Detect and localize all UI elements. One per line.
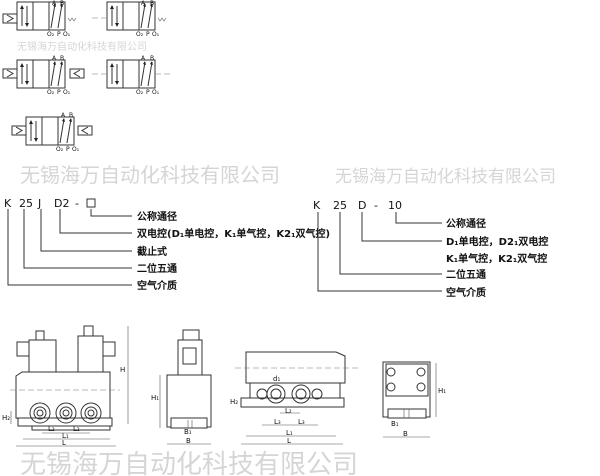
svg-text:-: - xyxy=(374,199,378,212)
watermark: 无锡海万自动化科技有限公司 xyxy=(20,163,280,187)
watermark: 无锡海万自动化科技有限公司 xyxy=(17,40,147,53)
svg-text:A: A xyxy=(52,55,57,62)
svg-text:B: B xyxy=(186,437,191,445)
svg-text:-: - xyxy=(75,197,79,210)
drawing-front-double-solenoid: H L₂ L₂ L₁ L H₂ xyxy=(2,325,129,447)
svg-text:L₃: L₃ xyxy=(298,418,305,426)
svg-text:O₁: O₁ xyxy=(63,89,71,96)
svg-text:L₁: L₁ xyxy=(286,429,293,437)
svg-text:P: P xyxy=(146,31,150,38)
svg-text:H: H xyxy=(120,366,125,374)
svg-text:d₁: d₁ xyxy=(273,375,280,383)
svg-text:10: 10 xyxy=(388,199,402,212)
svg-text:P: P xyxy=(66,146,70,153)
svg-text:H₂: H₂ xyxy=(230,398,238,406)
svg-text:K: K xyxy=(313,199,321,212)
svg-text:L₂: L₂ xyxy=(73,425,80,433)
svg-text:O₁: O₁ xyxy=(72,146,80,153)
svg-text:L₂: L₂ xyxy=(48,425,55,433)
svg-text:L₁: L₁ xyxy=(62,432,69,440)
svg-text:O₁: O₁ xyxy=(152,31,160,38)
svg-text:A: A xyxy=(61,112,66,119)
svg-text:双电控(D₁单电控，K₁单气控，K2₁双气控): 双电控(D₁单电控，K₁单气控，K2₁双气控) xyxy=(137,227,330,240)
svg-text:H₁: H₁ xyxy=(438,387,446,395)
symbol-double-solenoid-center xyxy=(11,116,93,146)
watermark: 无锡海万自动化科技有限公司 xyxy=(20,450,358,476)
svg-text:D2: D2 xyxy=(54,197,69,210)
svg-text:B: B xyxy=(69,112,73,119)
svg-text:O₂: O₂ xyxy=(56,146,64,153)
symbol-single-solenoid-spring xyxy=(2,1,77,31)
port-circles xyxy=(29,402,102,424)
svg-text:K: K xyxy=(4,197,12,210)
drawing-front-pilot: d₁ L₂ L₃ L₃ L₁ L H₂ xyxy=(230,351,360,445)
symbol-double-pilot xyxy=(92,59,172,89)
svg-text:O₁: O₁ xyxy=(152,89,160,96)
svg-text:A: A xyxy=(141,0,146,7)
svg-text:截止式: 截止式 xyxy=(137,245,167,258)
svg-text:二位五通: 二位五通 xyxy=(446,268,486,281)
symbol-double-solenoid xyxy=(2,59,85,89)
svg-text:P: P xyxy=(146,89,150,96)
svg-text:25: 25 xyxy=(19,197,33,210)
svg-text:A: A xyxy=(141,55,146,62)
model-code-right: K 25 D - 10 公称通径 D₁单电控，D2₁双电控 K₁单气控，K2₁双… xyxy=(313,199,548,299)
svg-text:J: J xyxy=(37,197,41,210)
svg-text:空气介质: 空气介质 xyxy=(446,286,486,299)
drawing-side-view: H₁ B₁ B xyxy=(151,329,212,445)
svg-text:B: B xyxy=(150,55,154,62)
svg-text:O₂: O₂ xyxy=(47,89,55,96)
svg-text:O₁: O₁ xyxy=(63,31,71,38)
spring-icon xyxy=(67,17,77,22)
svg-text:B₁: B₁ xyxy=(391,420,399,428)
svg-text:O₂: O₂ xyxy=(47,31,55,38)
svg-text:空气介质: 空气介质 xyxy=(137,279,177,292)
svg-text:公称通径: 公称通径 xyxy=(137,210,177,223)
svg-text:B: B xyxy=(403,430,408,438)
svg-text:P: P xyxy=(57,31,61,38)
svg-text:D₁单电控，D2₁双电控: D₁单电控，D2₁双电控 xyxy=(446,235,548,248)
drawing-side-pilot: H₁ B₁ B xyxy=(382,361,446,438)
placeholder-box xyxy=(86,198,96,208)
svg-text:H₁: H₁ xyxy=(151,394,159,402)
svg-text:L₂: L₂ xyxy=(285,407,292,415)
svg-text:A: A xyxy=(52,0,57,7)
svg-text:O₂: O₂ xyxy=(136,31,144,38)
svg-text:L₃: L₃ xyxy=(274,418,281,426)
svg-text:B: B xyxy=(60,55,64,62)
svg-text:B₁: B₁ xyxy=(184,428,192,436)
svg-text:L: L xyxy=(62,439,66,447)
watermark: 无锡海万自动化科技有限公司 xyxy=(335,167,556,187)
svg-text:K₁单气控，K2₁双气控: K₁单气控，K2₁双气控 xyxy=(446,252,547,265)
svg-text:D: D xyxy=(358,199,366,212)
svg-text:25: 25 xyxy=(333,199,347,212)
model-code-left: K 25 J D2 - 公称通径 双电控(D₁单电控，K₁单气控，K2₁双气控)… xyxy=(4,197,330,292)
svg-text:二位五通: 二位五通 xyxy=(137,262,177,275)
svg-text:P: P xyxy=(57,89,61,96)
svg-text:B: B xyxy=(150,0,154,7)
svg-text:公称通径: 公称通径 xyxy=(446,217,486,230)
svg-text:L: L xyxy=(287,437,291,445)
spring-icon xyxy=(157,17,167,22)
svg-text:O₂: O₂ xyxy=(136,89,144,96)
symbol-pilot-spring xyxy=(92,1,167,31)
svg-text:H₂: H₂ xyxy=(2,414,10,422)
svg-text:B: B xyxy=(60,0,64,7)
